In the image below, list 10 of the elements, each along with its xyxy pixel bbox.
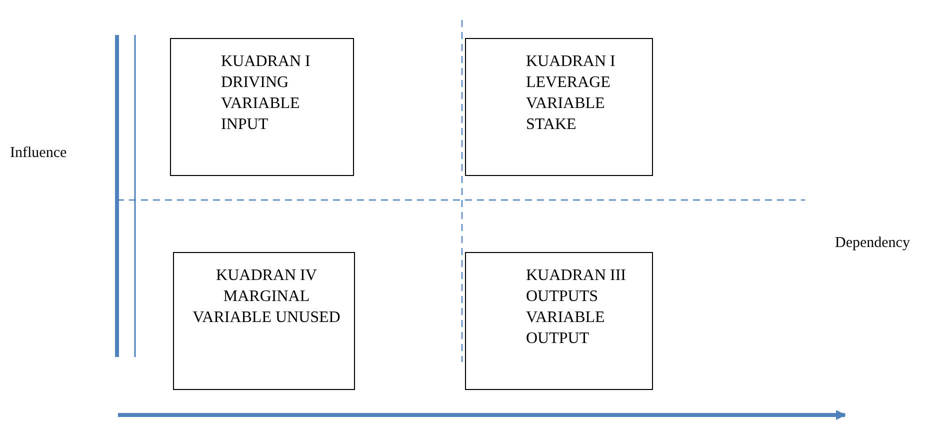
quadrant-box [173,252,355,390]
quadrant-box [170,38,354,176]
quadrant-text: KUADRAN III OUTPUTS VARIABLE OUTPUT [526,266,627,349]
axis-label: Influence [10,145,67,162]
axis-label: Dependency [835,235,910,252]
quadrant-text: KUADRAN IV MARGINAL VARIABLE UNUSED [192,266,342,328]
quadrant-box [465,252,653,390]
quadrant-text: KUADRAN I DRIVING VARIABLE INPUT [221,52,312,135]
quadrant-text: KUADRAN I LEVERAGE VARIABLE STAKE [526,52,616,135]
quadrant-box [465,38,653,176]
